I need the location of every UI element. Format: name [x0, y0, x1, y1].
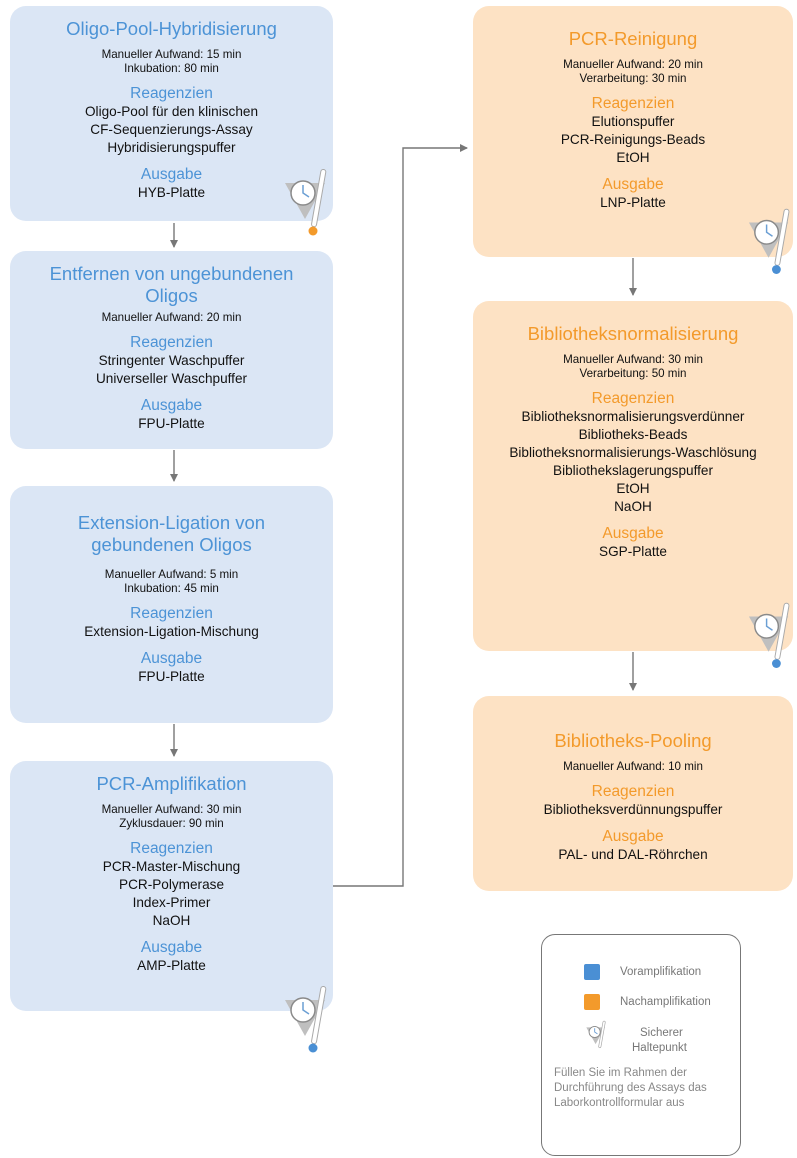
reagent-item: Bibliotheksnormalisierungs-Waschlösung — [509, 445, 757, 460]
reagent-item: PCR-Polymerase — [119, 877, 224, 892]
step-card-extension-ligation: Extension-Ligation von gebundenen Oligos… — [10, 486, 333, 723]
reagent-item: Index-Primer — [132, 895, 211, 910]
step-meta-line: Zyklusdauer: 90 min — [119, 817, 224, 830]
reagents-heading: Reagenzien — [130, 605, 213, 622]
reagent-item: CF-Sequenzierungs-Assay — [90, 122, 253, 137]
reagent-item: Oligo-Pool für den klinischen — [84, 104, 259, 119]
legend-stop-label-2: Haltepunkt — [632, 1042, 687, 1054]
reagent-item: Bibliotheksnormalisierungsverdünner — [521, 409, 745, 424]
reagents-heading: Reagenzien — [130, 840, 213, 857]
output-heading: Ausgabe — [140, 397, 203, 414]
step-card-remove-unbound-oligos: Entfernen von ungebundenen Oligos Manuel… — [10, 251, 333, 449]
legend-stop-label-1: Sicherer — [640, 1027, 683, 1039]
output-heading: Ausgabe — [140, 166, 203, 183]
safe-stop-legend-icon — [586, 1020, 606, 1049]
step-meta-line: Manueller Aufwand: 20 min — [101, 311, 242, 324]
output-value: FPU-Platte — [138, 669, 205, 684]
legend-box: Voramplifikation Nachamplifikation Siche… — [541, 934, 741, 1156]
reagents-heading: Reagenzien — [130, 334, 213, 351]
reagents-heading: Reagenzien — [591, 95, 675, 112]
output-value: AMP-Platte — [137, 958, 206, 973]
step-meta-line: Manueller Aufwand: 5 min — [104, 568, 239, 581]
reagent-item: NaOH — [152, 913, 191, 928]
step-meta-line: Inkubation: 80 min — [124, 62, 219, 75]
safe-stop-icon — [285, 169, 327, 236]
safe-stop-icon — [748, 602, 790, 668]
output-value: SGP-Platte — [599, 544, 667, 559]
reagent-item: EtOH — [616, 150, 650, 165]
post-amplification-swatch — [584, 994, 600, 1010]
output-value: LNP-Platte — [600, 195, 666, 210]
step-card-library-pooling: Bibliotheks-Pooling Manueller Aufwand: 1… — [473, 696, 793, 891]
output-heading: Ausgabe — [140, 939, 203, 956]
step-title: PCR-Amplifikation — [96, 773, 247, 794]
safe-stop-icon — [285, 986, 327, 1053]
legend-pre-label: Voramplifikation — [620, 966, 702, 978]
step-meta-line: Manueller Aufwand: 20 min — [563, 58, 703, 71]
reagent-item: Bibliotheksverdünnungspuffer — [543, 802, 723, 817]
output-value: PAL- und DAL-Röhrchen — [558, 847, 708, 862]
step-card-pcr-amplification: PCR-Amplifikation Manueller Aufwand: 30 … — [10, 761, 333, 1011]
step-title: Extension-Ligation von gebundenen Oligos — [77, 512, 266, 555]
arrow-step4-step5 — [333, 144, 468, 887]
step-meta-line: Manueller Aufwand: 10 min — [563, 760, 703, 773]
output-heading: Ausgabe — [602, 176, 664, 193]
reagent-item: Universeller Waschpuffer — [95, 371, 248, 386]
safe-stop-icon — [748, 208, 790, 274]
output-heading: Ausgabe — [602, 828, 664, 845]
reagent-item: Bibliotheks-Beads — [578, 427, 688, 442]
step-card-oligo-pool-hybridization: Oligo-Pool-Hybridisierung Manueller Aufw… — [10, 6, 333, 221]
step-card-library-normalization: Bibliotheksnormalisierung Manueller Aufw… — [473, 301, 793, 651]
step-title: Entfernen von ungebundenen Oligos — [49, 263, 294, 306]
step-title: Bibliotheksnormalisierung — [527, 323, 739, 344]
step-meta-line: Verarbeitung: 30 min — [579, 72, 687, 85]
step-meta-line: Manueller Aufwand: 15 min — [101, 48, 242, 61]
reagent-item: Extension-Ligation-Mischung — [84, 624, 259, 639]
reagents-heading: Reagenzien — [591, 390, 675, 407]
reagent-item: Stringenter Waschpuffer — [98, 353, 245, 368]
legend-post-label: Nachamplifikation — [620, 996, 711, 1008]
legend-note: Füllen Sie im Rahmen der Durchführung de… — [554, 1067, 707, 1109]
step-meta-line: Manueller Aufwand: 30 min — [101, 803, 242, 816]
reagent-item: Bibliothekslagerungspuffer — [553, 463, 713, 478]
reagents-heading: Reagenzien — [591, 783, 675, 800]
step-title: Oligo-Pool-Hybridisierung — [66, 18, 277, 39]
reagent-item: PCR-Master-Mischung — [102, 859, 241, 874]
step-title: PCR-Reinigung — [568, 28, 698, 49]
step-card-pcr-cleanup: PCR-Reinigung Manueller Aufwand: 20 min … — [473, 6, 793, 257]
output-value: FPU-Platte — [138, 416, 205, 431]
pre-amplification-swatch — [584, 964, 600, 980]
output-heading: Ausgabe — [602, 525, 664, 542]
reagent-item: NaOH — [614, 499, 652, 514]
reagent-item: Hybridisierungspuffer — [107, 140, 236, 155]
output-value: HYB-Platte — [137, 185, 206, 200]
step-meta-line: Verarbeitung: 50 min — [579, 367, 687, 380]
step-title: Bibliotheks-Pooling — [554, 730, 712, 751]
reagents-heading: Reagenzien — [130, 85, 213, 102]
reagent-item: EtOH — [616, 481, 650, 496]
step-meta-line: Inkubation: 45 min — [124, 582, 219, 595]
reagent-item: Elutionspuffer — [591, 114, 675, 129]
output-heading: Ausgabe — [140, 650, 203, 667]
step-meta-line: Manueller Aufwand: 30 min — [563, 353, 703, 366]
reagent-item: PCR-Reinigungs-Beads — [560, 132, 706, 147]
